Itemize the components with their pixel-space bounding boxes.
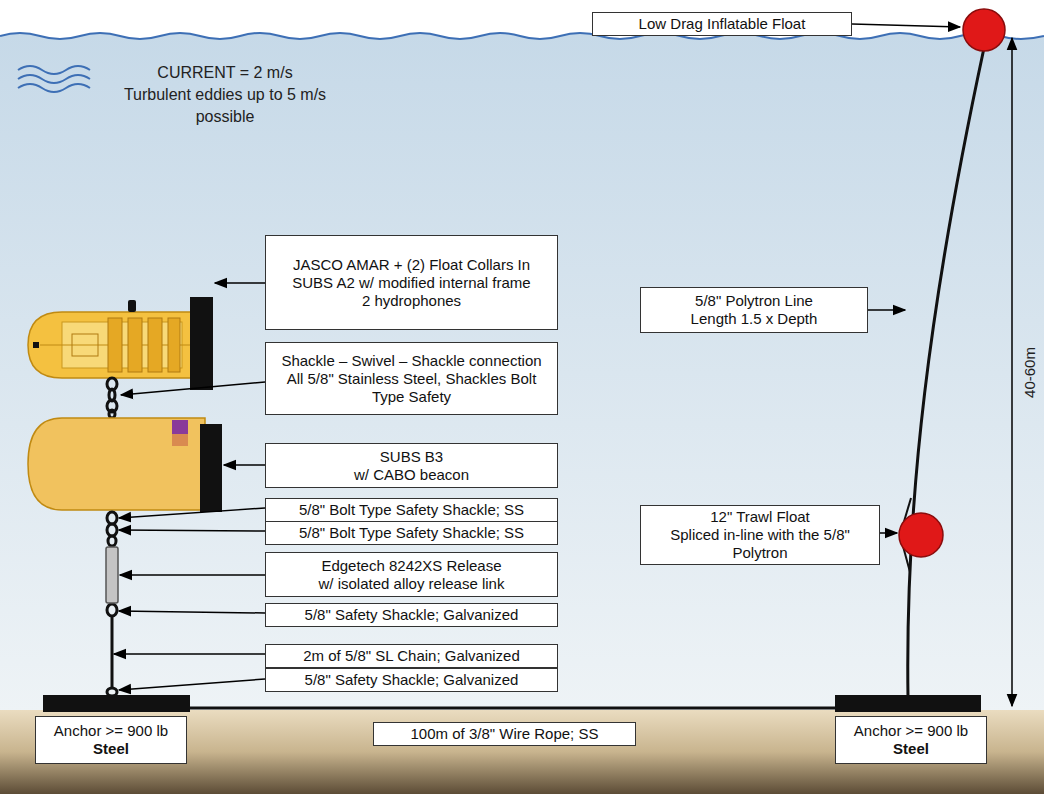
callout-box: SUBS B3w/ CABO beacon <box>265 443 558 488</box>
callout-box: Edgetech 8242XS Releasew/ isolated alloy… <box>265 552 558 597</box>
subs-b3-buoy <box>28 418 222 512</box>
callout-box: 5/8" Safety Shackle; Galvanized <box>265 668 558 692</box>
water-surface <box>0 33 1044 39</box>
callout-text: 2 hydrophones <box>271 292 552 310</box>
callout-box: Shackle – Swivel – Shackle connectionAll… <box>265 342 558 415</box>
current-note: Turbulent eddies up to 5 m/s possible <box>109 84 341 129</box>
callout-text: Steel <box>41 740 181 758</box>
callout-box: JASCO AMAR + (2) Float Collars In SUBS A… <box>265 235 558 330</box>
depth-dimension <box>1011 38 1013 706</box>
callout-text: Anchor >= 900 lb <box>41 722 181 740</box>
callout-text: All 5/8" Stainless Steel, Shackles Bolt … <box>271 370 552 406</box>
lower-hardware <box>107 512 117 696</box>
callout-text: 5/8" Bolt Type Safety Shackle; SS <box>271 501 552 519</box>
callout-text: 12" Trawl Float <box>646 508 874 526</box>
callout-text: 5/8" Bolt Type Safety Shackle; SS <box>271 524 552 542</box>
water <box>0 33 1044 712</box>
current-note: CURRENT = 2 m/s <box>85 62 365 84</box>
polytron-line <box>908 48 984 697</box>
seabed <box>0 710 1044 794</box>
callout-box: Low Drag Inflatable Float <box>592 12 852 36</box>
callout-box: Anchor >= 900 lbSteel <box>835 716 987 764</box>
anchor-right <box>835 695 981 712</box>
callout-text: Spliced in-line with the 5/8" Polytron <box>646 526 874 562</box>
wire-rope <box>188 707 836 710</box>
callout-text: 2m of 5/8" SL Chain; Galvanized <box>271 647 552 665</box>
callout-text: w/ isolated alloy release link <box>271 575 552 593</box>
callout-box: 5/8" Bolt Type Safety Shackle; SS <box>265 521 558 545</box>
callout-text: 100m of 3/8" Wire Rope; SS <box>379 725 630 743</box>
callout-box: 2m of 5/8" SL Chain; Galvanized <box>265 644 558 668</box>
callout-text: Low Drag Inflatable Float <box>598 15 846 33</box>
callout-box: 5/8" Polytron LineLength 1.5 x Depth <box>640 287 868 333</box>
callout-text: 5/8" Polytron Line <box>646 292 862 310</box>
callout-text: 5/8" Safety Shackle; Galvanized <box>271 671 552 689</box>
callout-box: 12" Trawl FloatSpliced in-line with the … <box>640 505 880 565</box>
callout-box: 5/8" Safety Shackle; Galvanized <box>265 603 558 627</box>
trawl-float <box>899 513 943 557</box>
callout-text: Length 1.5 x Depth <box>646 310 862 328</box>
anchor-left <box>43 695 190 712</box>
callout-text: Steel <box>841 740 981 758</box>
callout-text: 5/8" Safety Shackle; Galvanized <box>271 606 552 624</box>
acoustic-release <box>106 547 118 603</box>
surface-float <box>963 9 1005 51</box>
current-symbol <box>18 66 90 92</box>
callout-box: Anchor >= 900 lbSteel <box>35 716 187 764</box>
dimension-label: 40-60m <box>1018 347 1039 398</box>
callout-text: SUBS B3 <box>271 448 552 466</box>
callout-text: Shackle – Swivel – Shackle connection <box>271 352 552 370</box>
shackle-swivel <box>107 378 117 418</box>
callout-text: JASCO AMAR + (2) Float Collars In SUBS A… <box>271 256 552 292</box>
callout-text: Anchor >= 900 lb <box>841 722 981 740</box>
callout-box: 100m of 3/8" Wire Rope; SS <box>373 722 636 746</box>
callout-text: Edgetech 8242XS Release <box>271 557 552 575</box>
callout-box: 5/8" Bolt Type Safety Shackle; SS <box>265 498 558 522</box>
amar-instrument <box>28 297 213 390</box>
callout-text: w/ CABO beacon <box>271 466 552 484</box>
